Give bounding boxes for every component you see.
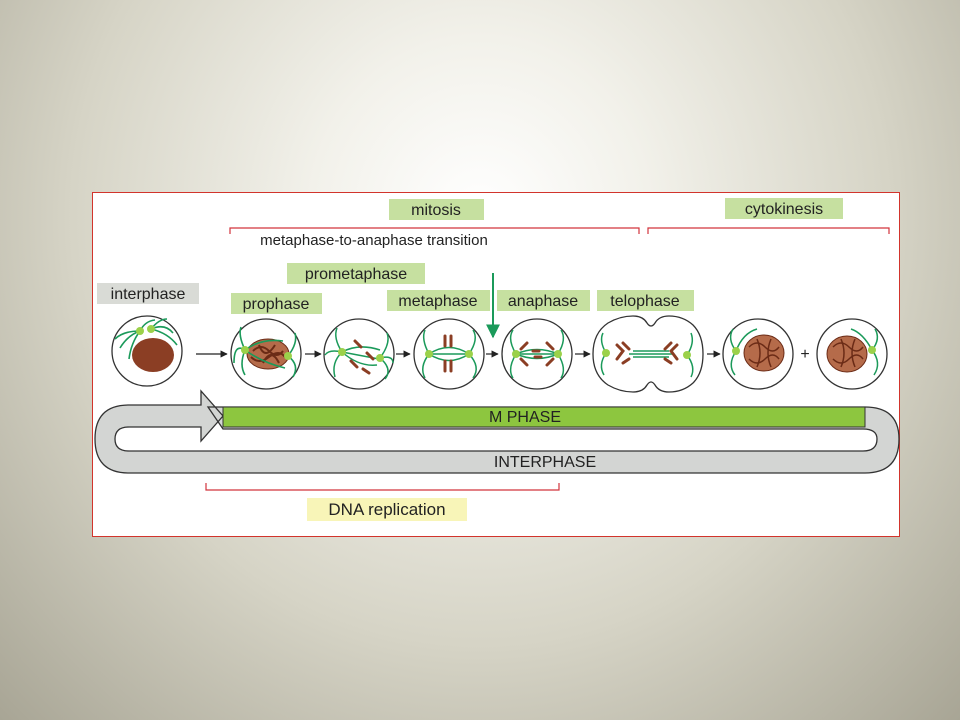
cytokinesis-label: cytokinesis: [745, 201, 823, 218]
cell-cycle-figure: mitosis cytokinesis metaphase-to-anaphas…: [92, 192, 900, 537]
telophase-cell: [592, 315, 704, 393]
interphase-band-label: INTERPHASE: [494, 454, 596, 471]
cytokinesis-bracket: [647, 227, 890, 234]
dna-replication-label-bg: [307, 498, 467, 521]
telophase-label-bg: [597, 290, 694, 311]
interphase-cell: [111, 315, 183, 387]
mitosis-label-bg: [389, 199, 484, 220]
anaphase-label-bg: [497, 290, 590, 311]
prophase-cell: [230, 318, 302, 390]
cytokinesis-label-bg: [725, 198, 843, 219]
anaphase-label: anaphase: [508, 293, 578, 310]
metaphase-label-bg: [387, 290, 490, 311]
prometaphase-cell: [323, 318, 395, 390]
m-phase-bar: [222, 406, 866, 428]
interphase-stage-label: interphase: [111, 286, 186, 303]
metaphase-label: metaphase: [398, 293, 477, 310]
prometaphase-label-bg: [287, 263, 425, 284]
prophase-label-bg: [231, 293, 322, 314]
anaphase-cell: [501, 318, 573, 390]
dna-replication-label: DNA replication: [328, 500, 445, 519]
metaphase-cell: [413, 318, 485, 390]
prometaphase-label: prometaphase: [305, 266, 407, 283]
daughter-cell-2: [816, 318, 888, 390]
prophase-label: prophase: [243, 296, 310, 313]
plus-sign: +: [800, 346, 809, 363]
interphase-stage-label-bg: [97, 283, 199, 304]
mitosis-label: mitosis: [411, 202, 461, 219]
dna-replication-bracket: [205, 483, 560, 491]
cell-cycle-diagram: mitosis cytokinesis metaphase-to-anaphas…: [94, 198, 900, 521]
m-phase-label: M PHASE: [489, 409, 561, 426]
mitosis-bracket: [229, 227, 640, 234]
telophase-label: telophase: [610, 293, 679, 310]
transition-label: metaphase-to-anaphase transition: [260, 232, 488, 249]
daughter-cell-1: [722, 318, 794, 390]
